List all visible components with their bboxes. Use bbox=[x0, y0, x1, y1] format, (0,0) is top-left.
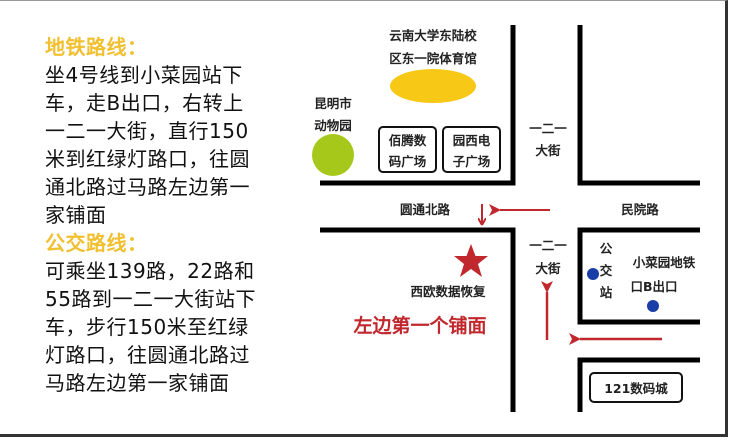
street-label-bottom: 一二一 bbox=[529, 238, 567, 253]
university-label: 云南大学东陆校 bbox=[389, 28, 477, 43]
digital-city-label: 121数码城 bbox=[604, 381, 668, 396]
street-label-top: 大街 bbox=[535, 143, 561, 158]
bus-stop-label: 交 bbox=[600, 263, 613, 278]
road-edge bbox=[577, 357, 700, 412]
zoo-marker bbox=[312, 134, 354, 176]
bus-line: 可乘坐139路，22路和 bbox=[45, 259, 255, 283]
zoo-label: 动物园 bbox=[314, 118, 352, 133]
bus-line: 马路左边第一家铺面 bbox=[45, 371, 230, 395]
zoo-label: 昆明市 bbox=[314, 96, 352, 111]
metro-exit-marker bbox=[647, 300, 659, 312]
street-label-top: 一二一 bbox=[529, 121, 567, 136]
bus-line: 车，步行150米至红绿 bbox=[45, 315, 249, 339]
metro-exit-label: 口B出口 bbox=[630, 279, 677, 294]
bus-line: 55路到一二一大街站下 bbox=[45, 287, 256, 311]
baiteng-box bbox=[378, 126, 437, 173]
road-edge bbox=[320, 227, 516, 412]
subway-line: 车，走B出口，右转上 bbox=[45, 91, 244, 115]
roads bbox=[320, 25, 700, 412]
road-edge bbox=[320, 25, 516, 186]
bus-heading: 公交路线： bbox=[45, 231, 148, 255]
subway-heading: 地铁路线： bbox=[45, 35, 148, 59]
yuanxi-label: 子广场 bbox=[453, 154, 491, 169]
metro-exit-label: 小菜园地铁 bbox=[632, 255, 696, 270]
road-edge bbox=[577, 227, 700, 325]
university-label: 区东一院体育馆 bbox=[389, 51, 477, 66]
yuantong-road-label: 圆通北路 bbox=[400, 202, 451, 217]
subway-line: 通北路过马路左边第一 bbox=[45, 175, 250, 199]
digital-city-box bbox=[589, 372, 683, 403]
university-marker bbox=[390, 69, 476, 103]
bus-stop-marker bbox=[587, 268, 599, 280]
bus-line: 灯路口，往圆通北路过 bbox=[45, 343, 250, 367]
baiteng-label: 码广场 bbox=[389, 154, 427, 169]
subway-line: 米到红绿灯路口，往圆 bbox=[45, 147, 250, 171]
street-label-bottom: 大街 bbox=[535, 261, 561, 276]
shop-name: 西欧数据恢复 bbox=[410, 284, 486, 299]
subway-line: 坐4号线到小菜园站下 bbox=[45, 63, 243, 87]
yuanxi-label: 园西电 bbox=[453, 133, 491, 148]
baiteng-label: 佰腾数 bbox=[389, 133, 427, 148]
yuanxi-box bbox=[442, 126, 501, 173]
bus-stop-label: 站 bbox=[600, 285, 613, 300]
shop-star-icon bbox=[454, 244, 488, 277]
minyuan-road-label: 民院路 bbox=[621, 202, 659, 217]
shop-hint: 左边第一个铺面 bbox=[353, 314, 486, 337]
subway-line: 一二一大街，直行150 bbox=[45, 119, 249, 143]
subway-line: 家铺面 bbox=[45, 203, 107, 227]
route-instructions: 地铁路线： 坐4号线到小菜园站下 车，走B出口，右转上 一二一大街，直行150 … bbox=[45, 33, 295, 397]
road-edge bbox=[577, 25, 700, 186]
bus-stop-label: 公 bbox=[600, 241, 613, 256]
